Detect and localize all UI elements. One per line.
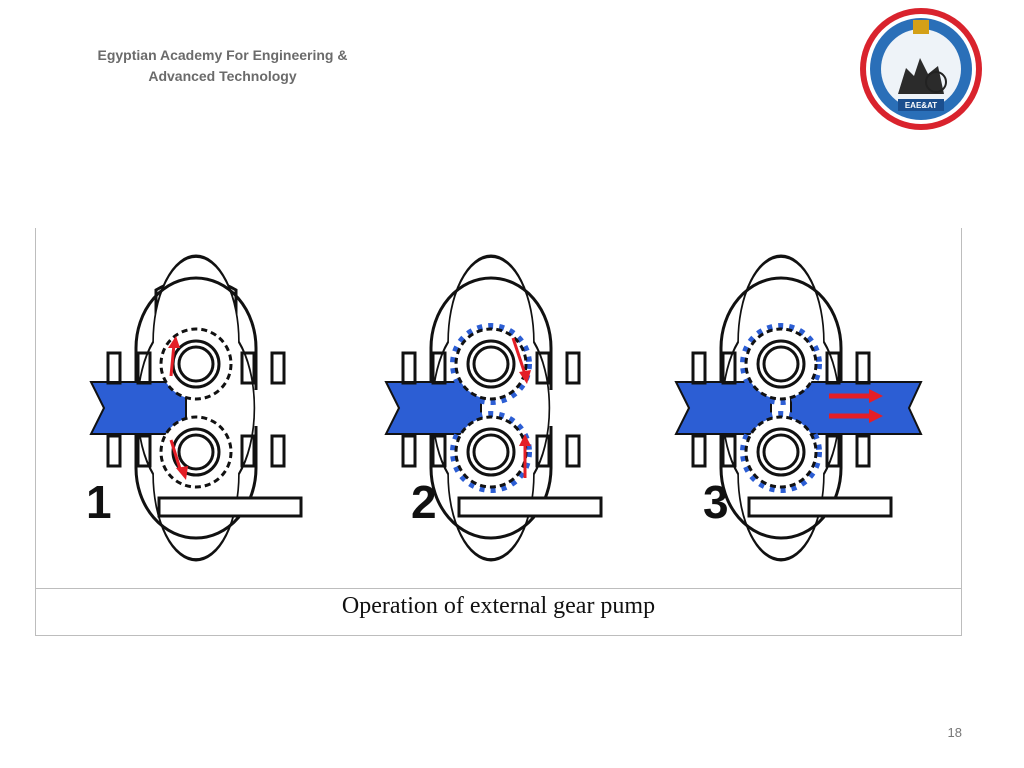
flow-arrow-icon	[829, 389, 883, 423]
institution-name-line-2: Advanced Technology	[148, 68, 297, 84]
figure-caption: Operation of external gear pump	[341, 593, 656, 619]
caption-row: Operation of external gear pump	[36, 588, 961, 635]
logo-text: EAE&AT	[905, 101, 937, 110]
pump-stage-1: 1	[86, 254, 303, 562]
gear-pump-diagram: 1 2	[86, 254, 923, 562]
pump-stage-2: 2	[384, 254, 603, 562]
stage-1-number: 1	[86, 476, 112, 528]
stage-3-number: 3	[703, 476, 729, 528]
stage-2-number: 2	[411, 476, 437, 528]
page-number: 18	[947, 725, 962, 740]
figure-frame: 1 2	[35, 228, 962, 636]
pump-stage-3: 3	[674, 254, 923, 562]
institution-name-line-1: Egyptian Academy For Engineering &	[97, 47, 348, 63]
institution-header: Egyptian Academy For Engineering & Advan…	[80, 45, 365, 87]
academy-seal-icon: EAE&AT	[858, 6, 984, 132]
